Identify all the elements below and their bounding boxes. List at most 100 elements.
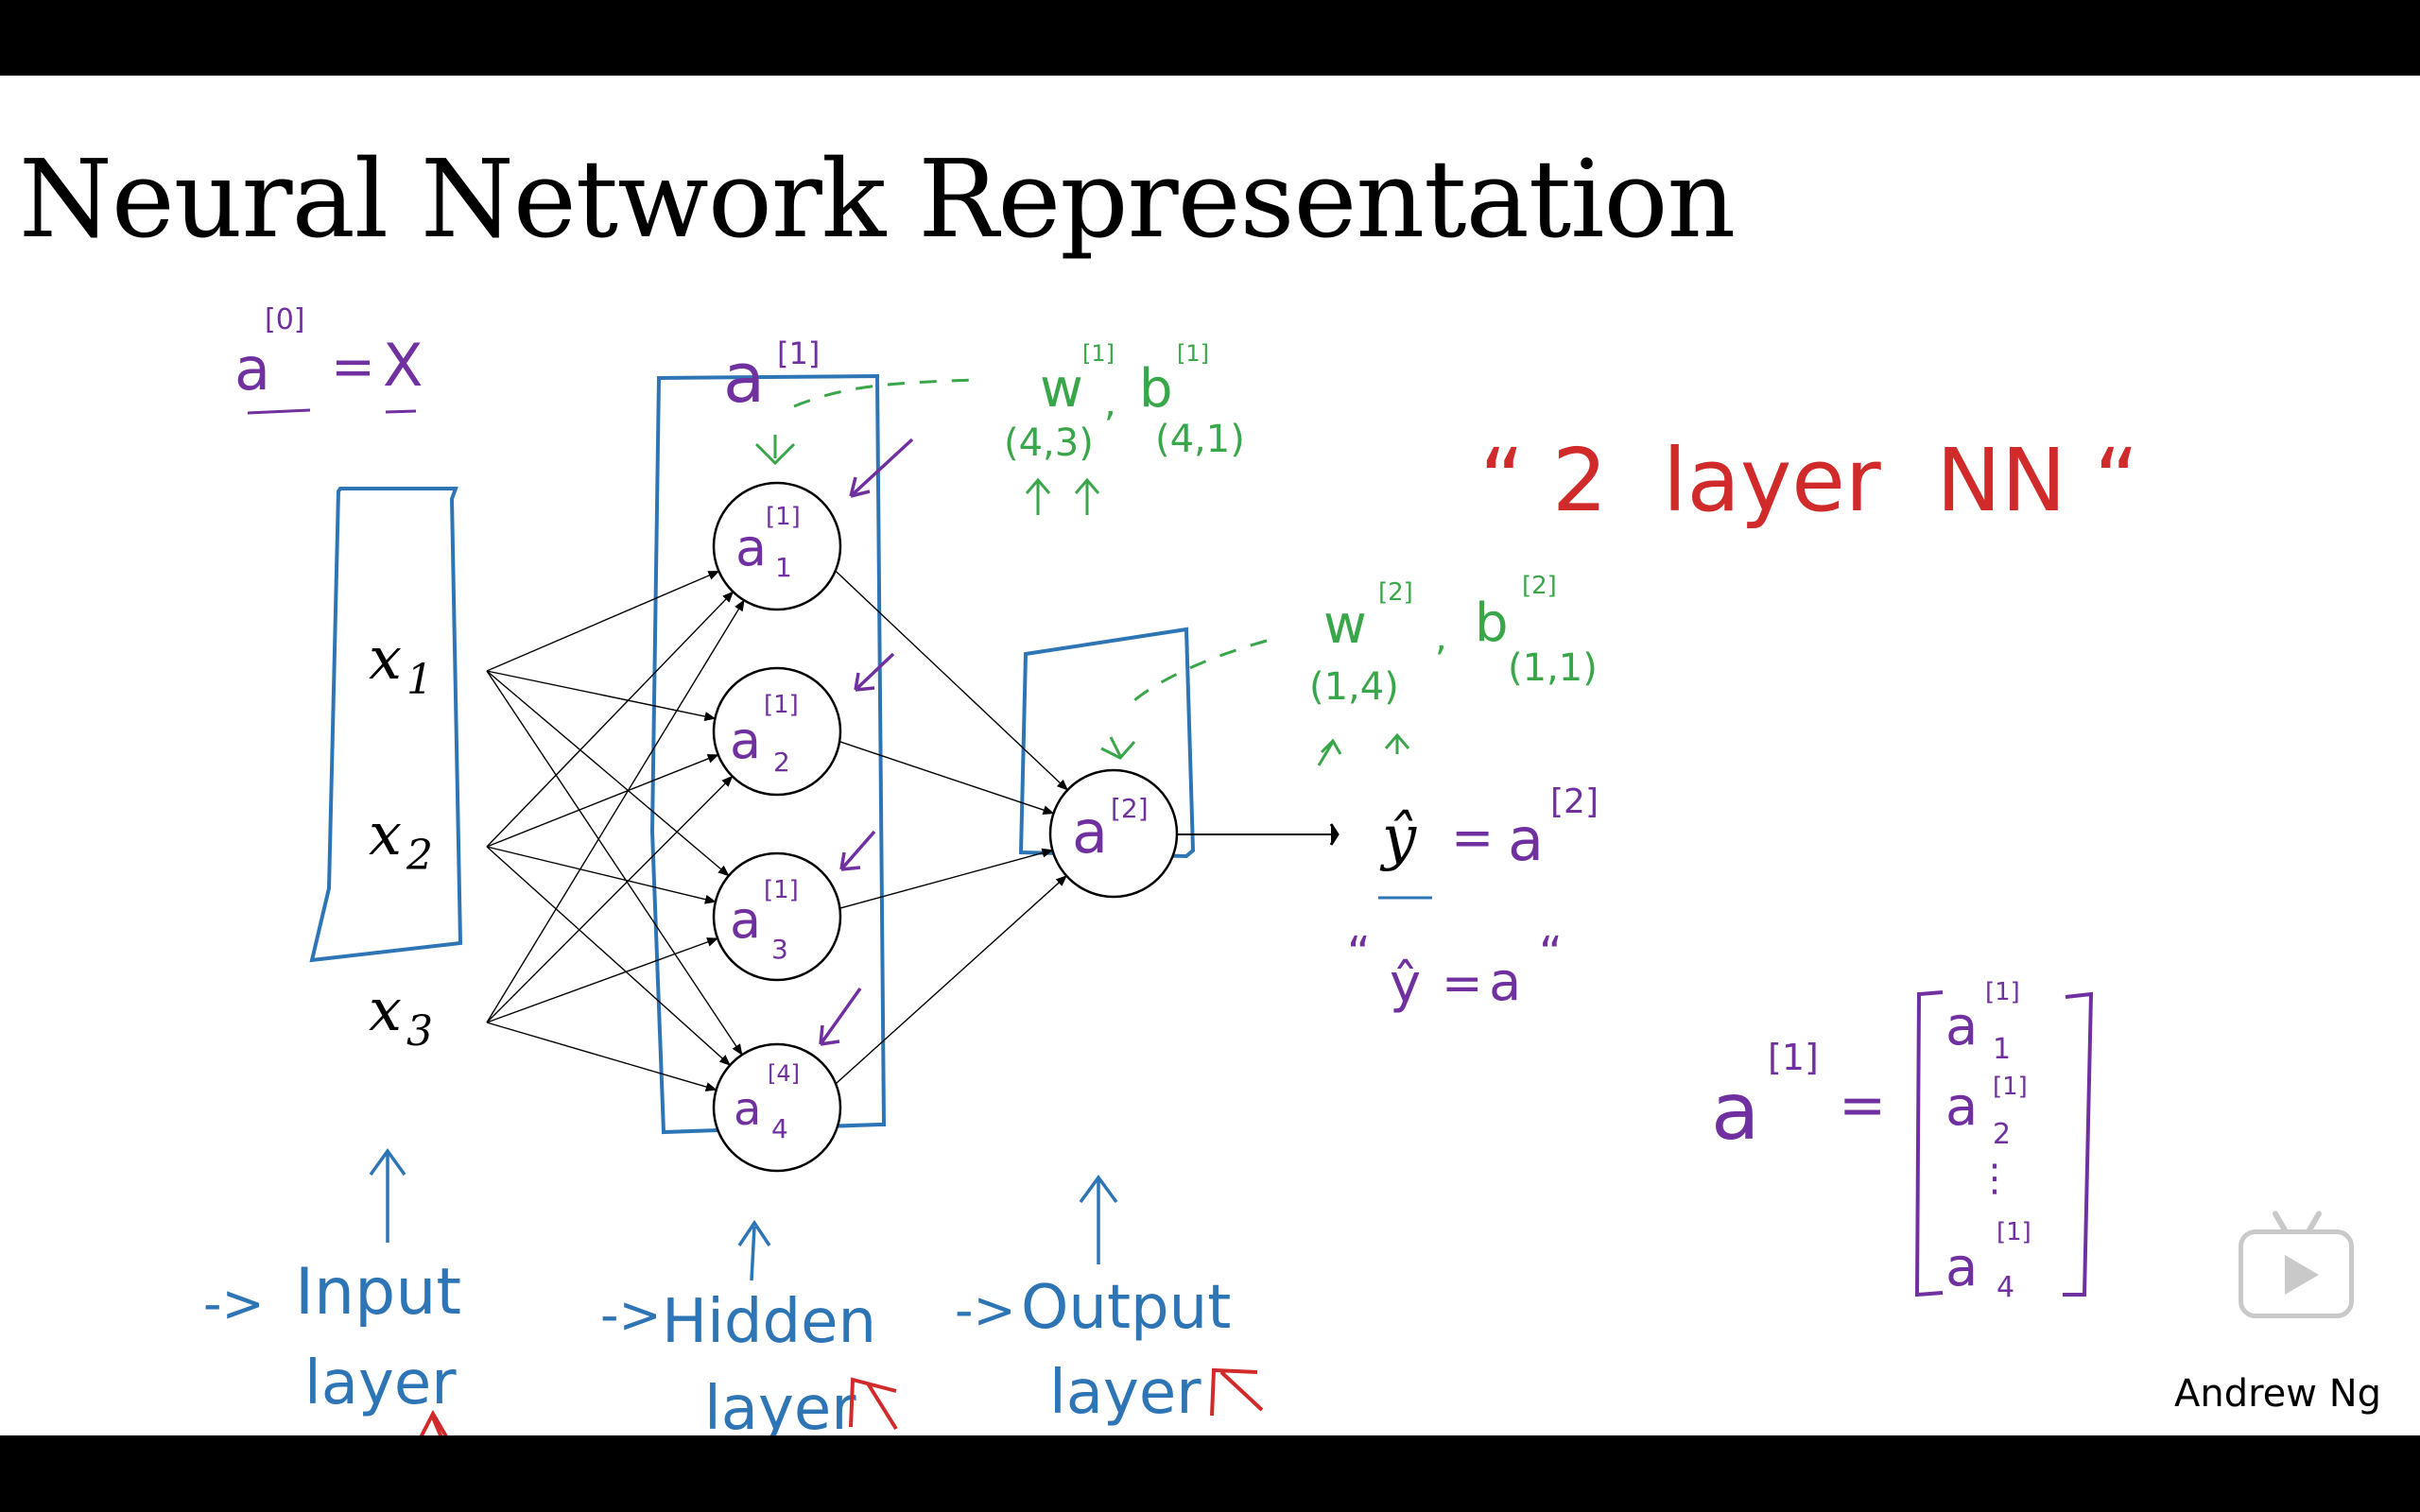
output-node-base: a [1072, 798, 1108, 867]
quote-equation: “ ŷ = a “ [1347, 927, 1563, 1015]
input-x3-sub: 3 [406, 1007, 433, 1056]
vector-entry-2-sup: [1] [1993, 1073, 2028, 1101]
output-arrow-head [1329, 823, 1340, 846]
output-label-line1: Output [1021, 1273, 1231, 1343]
edge-x2-h3 [486, 846, 717, 904]
layer2-sep: , [1435, 616, 1447, 660]
slide: Neural Network Representation a [0] = X … [0, 76, 2420, 1435]
hidden-act-sup: [1] [777, 335, 820, 371]
layer1-shape-arrows [1025, 477, 1100, 515]
layer1-down-arrow [754, 435, 796, 466]
quote-eq-equals: = [1442, 955, 1483, 1012]
vector-entry-1-base: a [1945, 996, 1978, 1057]
edge-x2-h4 [486, 846, 731, 1066]
input-eq-underline [247, 408, 417, 415]
red-emphasis-arrows [419, 1367, 1264, 1435]
edge-x2-h1 [486, 591, 735, 848]
quote-eq-rhs: a [1489, 952, 1521, 1013]
vector-entry-4-sup: [1] [1996, 1218, 2031, 1246]
vector-bracket-left [1914, 990, 1944, 1297]
layer2-b-shape: (1,1) [1508, 646, 1598, 690]
vector-entry-2-base: a [1945, 1076, 1978, 1138]
hidden-node-3-circle [712, 851, 842, 982]
hidden-pointer-arrows [819, 438, 914, 1046]
output-node-circle [1048, 768, 1179, 899]
vector-definition: a [1] = a [1] 1 a [1] 2 ⋮ a [1] 4 [1711, 978, 2094, 1304]
quote-eq-lhs: ŷ [1390, 954, 1421, 1015]
output-eq-equals: = [1451, 808, 1494, 868]
hidden-node-1: a [1] 1 [712, 481, 842, 611]
layer2-shape-arrows [1317, 732, 1410, 766]
hidden-node-4-sup: [4] [768, 1060, 800, 1087]
input-layer-arrow [369, 1148, 406, 1243]
input-label-line2: layer [304, 1349, 457, 1418]
diagram: a [0] = X x 1 x 2 x 3 [203, 303, 2139, 1435]
edge-x1-h4 [486, 670, 743, 1057]
red-arrow-hidden [849, 1377, 898, 1431]
red-arrow-input [419, 1409, 448, 1435]
layer-pointer-arrows [369, 1148, 1118, 1281]
layer2-w-sup: [2] [1378, 578, 1413, 607]
hidden-node-2-circle [712, 666, 842, 797]
edge-x3-h3 [486, 937, 719, 1023]
edges-hidden-output [823, 559, 1069, 1095]
layer2-dash-link [1123, 639, 1268, 711]
output-node-sup: [2] [1111, 793, 1149, 824]
output-layer-arrow [1079, 1175, 1118, 1264]
hidden-label-line1: Hidden [662, 1287, 876, 1357]
input-equation: a [0] = X [234, 303, 423, 415]
vector-entry-4-base: a [1945, 1237, 1978, 1298]
layer1-sep: , [1104, 382, 1116, 425]
vector-bracket-right [2063, 991, 2094, 1297]
hidden-node-3-base: a [730, 890, 761, 950]
vector-entry-2-sub: 2 [1993, 1118, 2011, 1151]
layer1-w-shape: (4,3) [1004, 421, 1094, 465]
edge-h4-out [823, 875, 1067, 1095]
input-node-3: x 3 [369, 975, 433, 1056]
vector-entry-1-sup: [1] [1985, 978, 2020, 1006]
quote-eq-close: “ [1539, 927, 1563, 980]
edge-x3-h4 [486, 1022, 717, 1091]
hidden-label-prefix: -> [600, 1285, 662, 1345]
input-x1-sub: 1 [406, 656, 433, 704]
layer1-b-shape: (4,1) [1155, 418, 1245, 461]
hidden-node-1-circle [712, 481, 842, 611]
hidden-node-4-circle [712, 1042, 842, 1173]
vector-entry-4: a [1] 4 [1945, 1218, 2031, 1304]
input-x1-base: x [369, 624, 402, 693]
letterbox-bottom [0, 1435, 2420, 1512]
author-credit: Andrew Ng [2174, 1372, 2382, 1416]
play-button[interactable] [2238, 1210, 2354, 1318]
output-label-prefix: -> [955, 1280, 1016, 1340]
hidden-node-2: a [1] 2 [712, 666, 842, 797]
input-eq-lhs: a [234, 335, 270, 404]
edge-x1-h3 [486, 670, 730, 877]
layer2-w: w [1323, 594, 1367, 656]
input-nodes: x 1 x 2 x 3 [369, 624, 433, 1056]
vector-lhs-sup: [1] [1768, 1037, 1819, 1078]
hidden-pointer-2 [854, 652, 895, 692]
edges-input-hidden [486, 570, 745, 1091]
vector-entry-1-sub: 1 [1993, 1033, 2011, 1066]
output-eq-lhs: ŷ [1379, 803, 1417, 873]
output-layer-box [1018, 627, 1196, 859]
red-arrow-output [1210, 1367, 1264, 1417]
hidden-activation-label: a [1] [723, 335, 820, 418]
edge-h3-out [824, 848, 1054, 914]
hidden-label-line2: layer [704, 1374, 856, 1435]
hidden-node-2-sub: 2 [773, 747, 790, 778]
layer1-w: w [1040, 358, 1083, 420]
input-x2-sub: 2 [406, 832, 433, 880]
layer1-b-sup: [1] [1177, 340, 1209, 367]
input-eq-equals: = [331, 336, 375, 398]
hidden-pointer-1 [849, 438, 914, 498]
hidden-node-1-base: a [735, 518, 767, 577]
vector-lhs: a [1711, 1065, 1759, 1158]
input-eq-rhs: X [383, 331, 423, 400]
letterbox-top [0, 0, 2420, 76]
vector-entry-3-base: ⋮ [1976, 1157, 2014, 1200]
input-node-1: x 1 [369, 624, 433, 704]
edge-h2-out [824, 735, 1055, 815]
hidden-node-3: a [1] 3 [712, 851, 842, 982]
hidden-node-3-sub: 3 [771, 934, 788, 965]
